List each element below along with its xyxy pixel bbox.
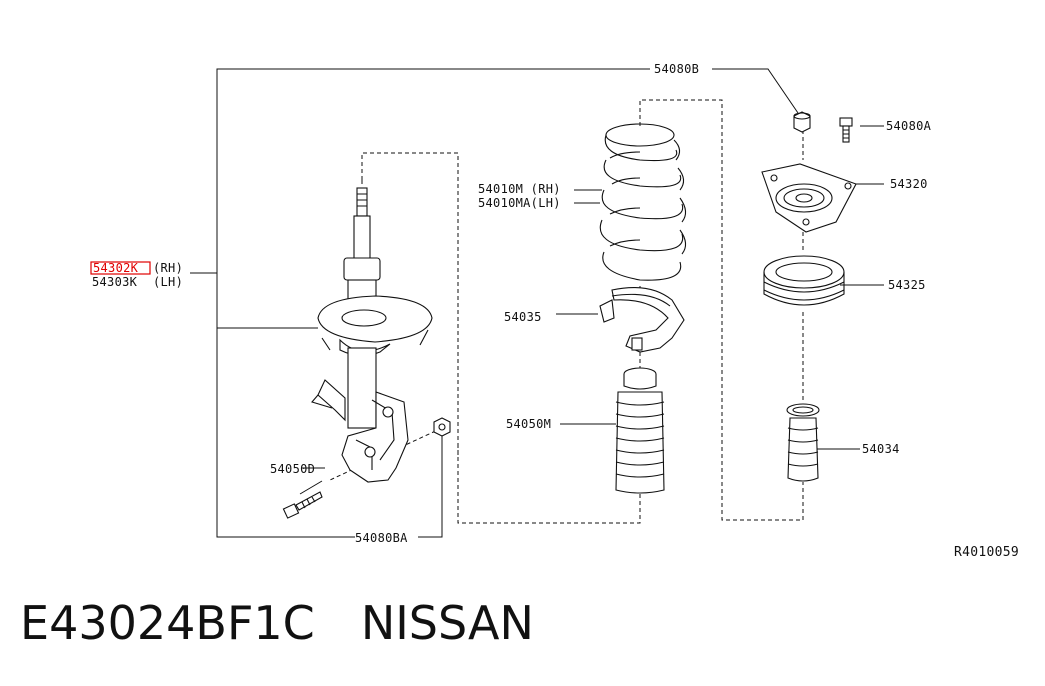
strut-mount — [761, 163, 857, 233]
strut-assembly — [282, 187, 451, 519]
top-fasteners — [793, 111, 853, 143]
highlight-box — [90, 261, 151, 275]
label-bumper[interactable]: 54034 — [862, 442, 900, 456]
label-nut-lower[interactable]: 54080BA — [355, 531, 408, 545]
label-spring-lh[interactable]: 54010MA(LH) — [478, 196, 561, 210]
label-bolt-top[interactable]: 54080A — [886, 119, 932, 133]
label-mount[interactable]: 54320 — [890, 177, 928, 191]
dust-boot — [615, 367, 665, 494]
part-labels: 54302K (RH) 54303K (LH) 54080B 54080A 54… — [90, 62, 1019, 560]
coil-spring — [599, 123, 687, 281]
label-strut-lh[interactable]: 54303K — [92, 275, 138, 289]
label-bolt-lower[interactable]: 54050D — [270, 462, 315, 476]
bump-stop — [786, 403, 820, 482]
label-strut-rh[interactable]: 54302K — [93, 261, 139, 275]
brand-name: NISSAN — [360, 596, 534, 650]
label-strut-lh-side: (LH) — [153, 275, 183, 289]
label-seat[interactable]: 54035 — [504, 310, 542, 324]
label-strut-rh-side: (RH) — [153, 261, 183, 275]
footer-caption: E43024BF1C NISSAN — [20, 596, 534, 650]
label-ref-code: R4010059 — [954, 545, 1019, 560]
label-spring-rh[interactable]: 54010M (RH) — [478, 182, 561, 196]
part-number: E43024BF1C — [20, 596, 315, 650]
label-nut-top[interactable]: 54080B — [654, 62, 699, 76]
mount-bearing — [763, 255, 845, 306]
label-bearing[interactable]: 54325 — [888, 278, 926, 292]
leader-lines — [190, 68, 884, 538]
spring-seat — [599, 287, 685, 353]
label-boot[interactable]: 54050M — [506, 417, 551, 431]
